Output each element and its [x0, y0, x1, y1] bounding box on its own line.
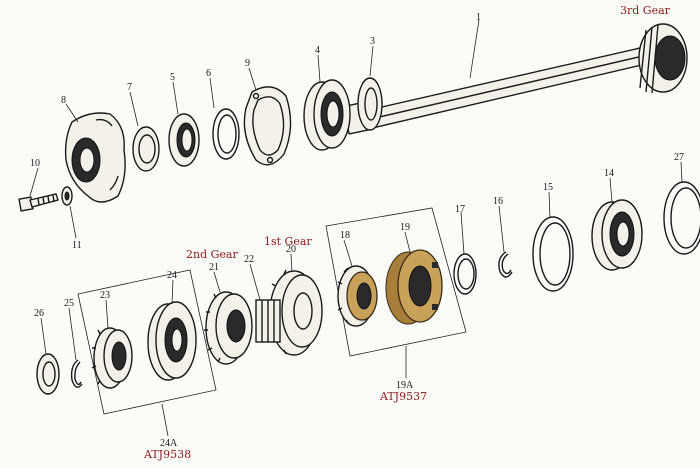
- callout-19: 19: [400, 222, 410, 233]
- label-atj9537: ATJ9537: [379, 390, 427, 403]
- washer-11: [61, 186, 73, 206]
- bolt-10: [18, 193, 59, 212]
- ring-27: [663, 181, 700, 255]
- callout-17: 17: [455, 204, 465, 215]
- washer-3: [357, 77, 383, 131]
- assembly-box-24a: [77, 269, 217, 415]
- callout-9: 9: [245, 58, 250, 69]
- gear-21: [204, 291, 253, 365]
- bearing-14: [591, 199, 643, 271]
- sleeve-22: [255, 299, 281, 343]
- callout-16: 16: [493, 196, 503, 207]
- callout-18: 18: [340, 230, 350, 241]
- ring-26: [36, 353, 60, 395]
- label-atj9538: ATJ9538: [143, 448, 191, 461]
- callout-24a: 24A: [160, 438, 178, 449]
- callout-22: 22: [244, 254, 254, 265]
- callout-7: 7: [127, 82, 132, 93]
- callout-numbers: 1 3 4 5 6 7 8 9 10 11 14 15 16 17 18 19 …: [30, 12, 684, 449]
- callout-20: 20: [286, 244, 296, 255]
- circlip-25: [70, 359, 83, 388]
- label-3rd-gear: 3rd Gear: [620, 4, 671, 17]
- gear-23: [91, 327, 133, 389]
- bearing-4: [303, 79, 351, 151]
- callout-26: 26: [34, 308, 44, 319]
- callout-6: 6: [206, 68, 211, 79]
- callout-11: 11: [72, 240, 82, 251]
- callout-23: 23: [100, 290, 110, 301]
- leader-lines: [29, 19, 683, 437]
- bearing-5: [168, 113, 200, 167]
- mainshaft: [342, 23, 688, 135]
- callout-21: 21: [209, 262, 219, 273]
- callout-24: 24: [167, 270, 177, 281]
- callout-3: 3: [370, 36, 375, 47]
- callout-25: 25: [64, 298, 74, 309]
- ring-6: [212, 108, 240, 160]
- gear-labels: 3rd Gear 2nd Gear 1st Gear ATJ9537 ATJ95…: [143, 4, 671, 461]
- callout-1: 1: [476, 12, 481, 23]
- callout-10: 10: [30, 158, 40, 169]
- gear-18: [337, 265, 378, 327]
- gasket-9: [243, 86, 292, 166]
- callout-19a: 19A: [396, 380, 414, 391]
- circlip-16: [498, 251, 513, 278]
- label-1st-gear: 1st Gear: [264, 235, 312, 248]
- ring-15: [532, 216, 574, 292]
- ring-7: [132, 126, 160, 172]
- gear-20: [267, 269, 323, 356]
- callout-4: 4: [315, 45, 320, 56]
- callout-14: 14: [604, 168, 614, 179]
- callout-15: 15: [543, 182, 553, 193]
- synchro-hub-19: [385, 249, 443, 325]
- ring-17: [453, 253, 477, 295]
- sleeve-24: [147, 301, 197, 381]
- callout-8: 8: [61, 95, 66, 106]
- callout-5: 5: [170, 72, 175, 83]
- housing-8: [64, 112, 126, 203]
- label-2nd-gear: 2nd Gear: [186, 248, 238, 261]
- callout-27: 27: [674, 152, 684, 163]
